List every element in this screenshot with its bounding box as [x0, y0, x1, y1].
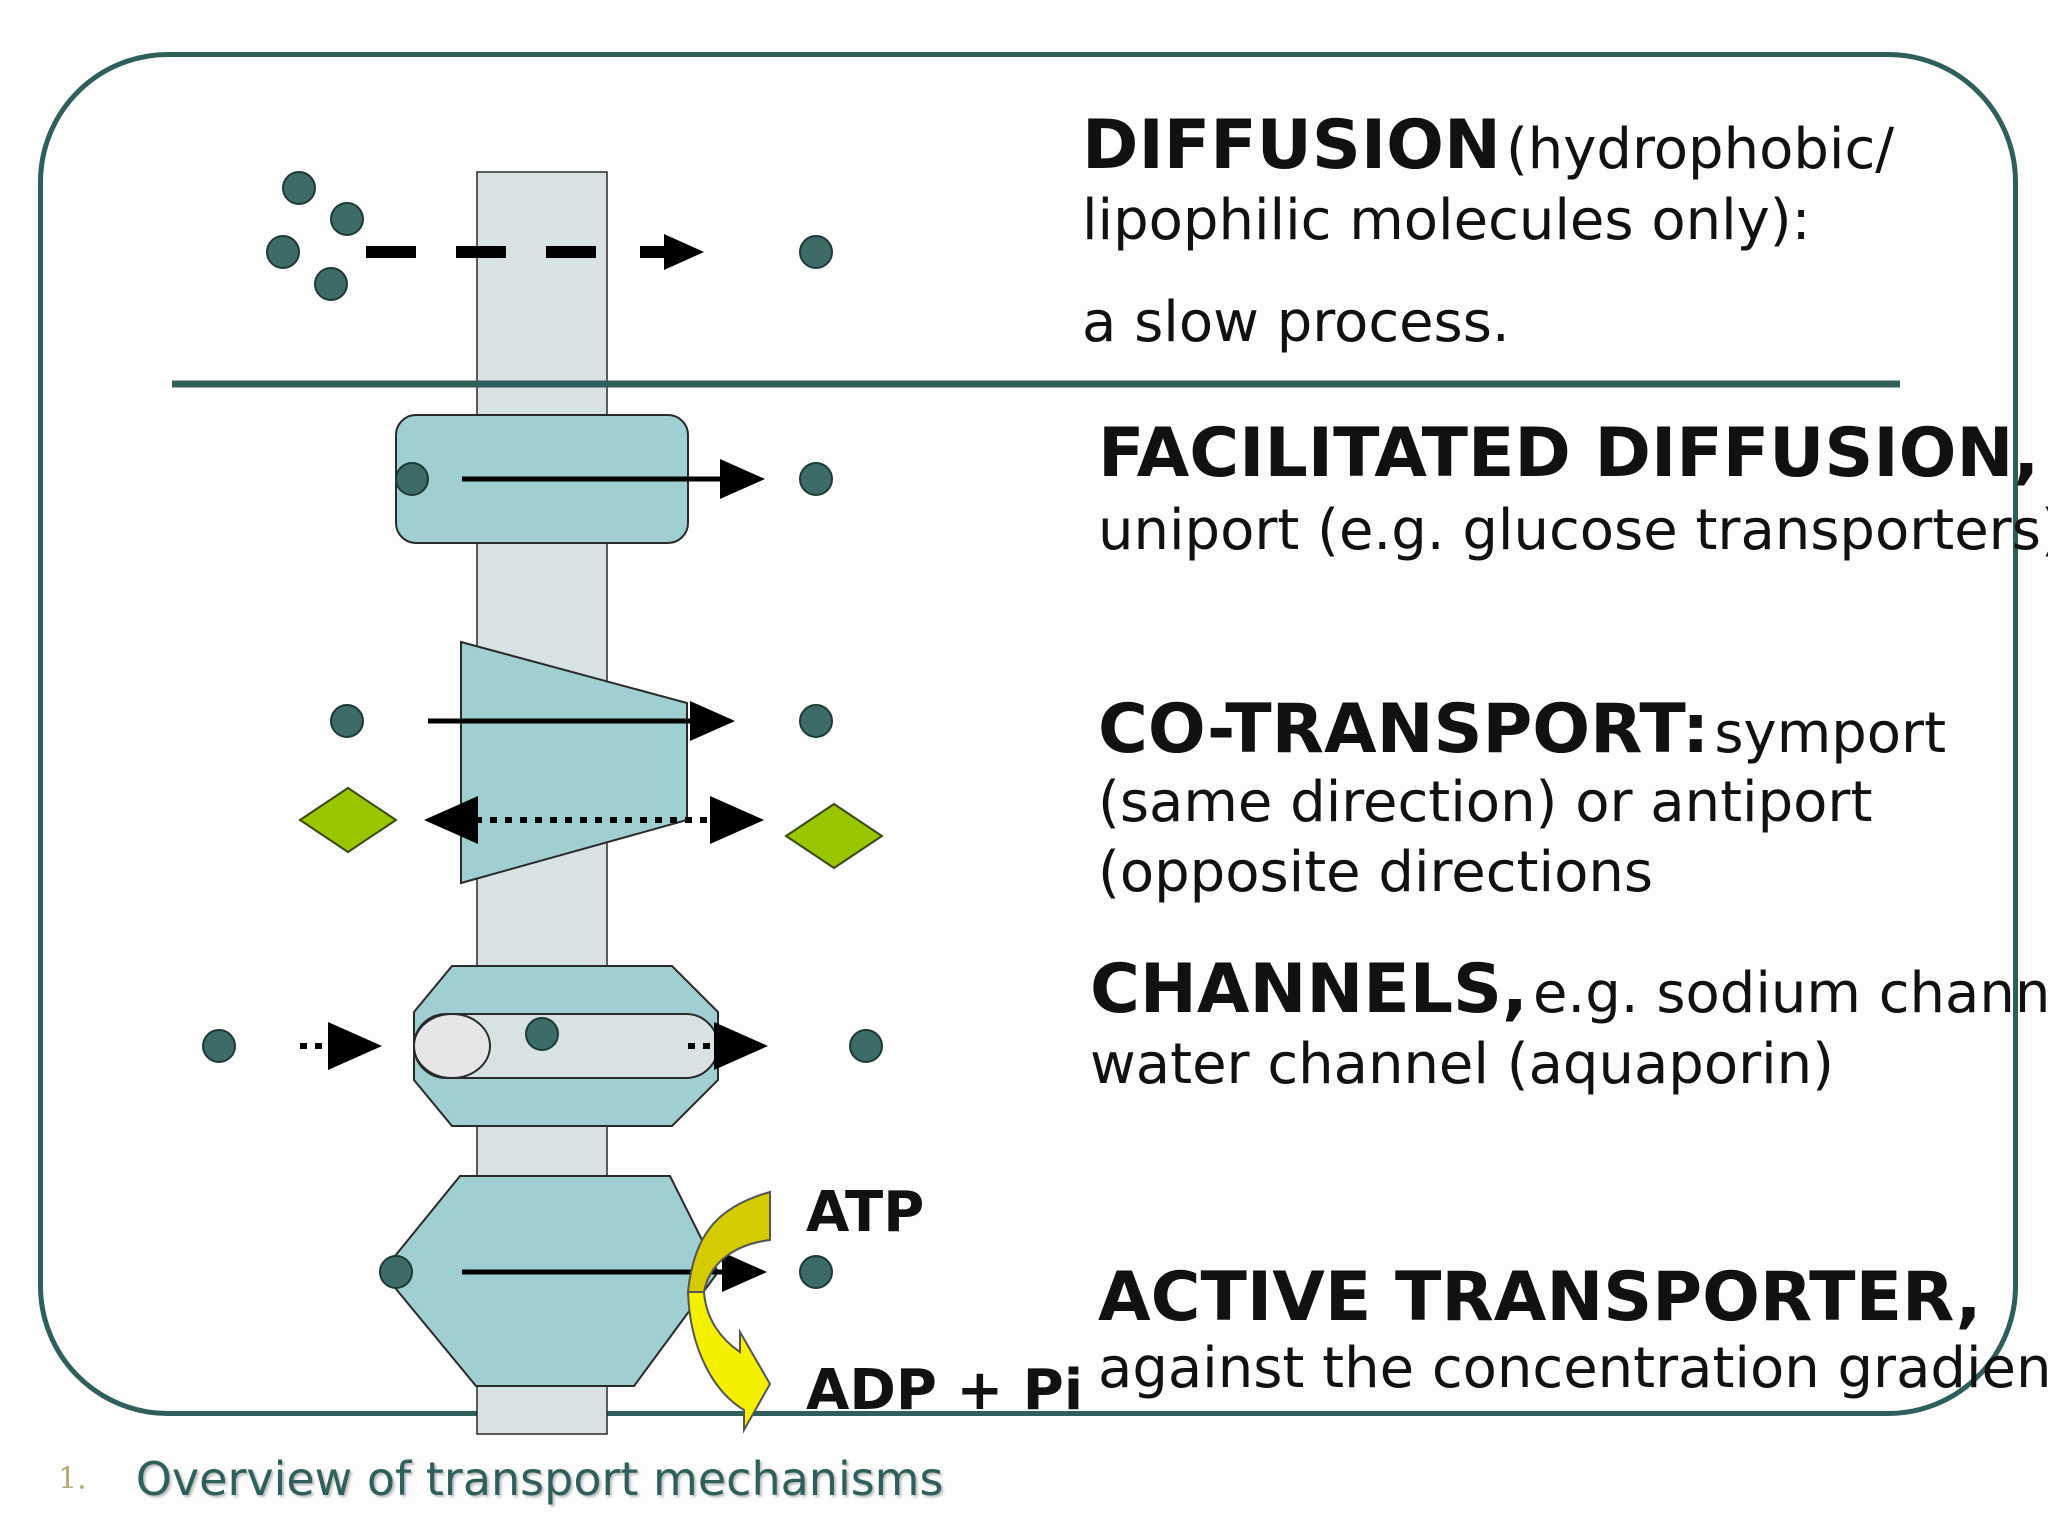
- arrow-head: [664, 234, 704, 270]
- molecule: [799, 704, 833, 738]
- slide-frame: [38, 52, 2018, 1416]
- cotransport-title: CO-TRANSPORT:: [1098, 690, 1710, 769]
- channels-heading: CHANNELS, e.g. sodium channel,: [1090, 950, 2048, 1029]
- diffusion-heading: DIFFUSION (hydrophobic/: [1082, 106, 1894, 185]
- molecule: [799, 1255, 833, 1289]
- molecule: [799, 462, 833, 496]
- molecule: [395, 462, 429, 496]
- active-line2: against the concentration gradient: [1098, 1336, 2048, 1401]
- molecule: [525, 1017, 559, 1051]
- footer: 1. Overview of transport mechanisms: [58, 1452, 943, 1506]
- molecule: [849, 1029, 883, 1063]
- molecule: [282, 171, 316, 205]
- molecule: [202, 1029, 236, 1063]
- diffusion-line3: a slow process.: [1082, 290, 1510, 355]
- active-title: ACTIVE TRANSPORTER,: [1098, 1258, 1982, 1337]
- facilitated-line2: uniport (e.g. glucose transporters): [1098, 498, 2048, 563]
- atp-label: ATP: [806, 1180, 925, 1245]
- footer-title: Overview of transport mechanisms: [135, 1452, 944, 1506]
- footer-number: 1.: [58, 1461, 87, 1497]
- channels-subtitle: e.g. sodium channel,: [1532, 961, 2048, 1026]
- cotransport-heading: CO-TRANSPORT: symport: [1098, 690, 1946, 769]
- cotransport-line2: (same direction) or antiport: [1098, 770, 1873, 835]
- channel-gate: [413, 1013, 491, 1079]
- channels-title: CHANNELS,: [1090, 950, 1528, 1029]
- molecule: [266, 235, 300, 269]
- adp-arrow: [686, 1291, 772, 1434]
- molecule: [379, 1255, 413, 1289]
- diffusion-subtitle: (hydrophobic/: [1505, 117, 1895, 182]
- active-diagram: [379, 1175, 833, 1434]
- channels-line2: water channel (aquaporin): [1090, 1032, 1834, 1097]
- adp-label: ADP + Pi: [806, 1358, 1084, 1423]
- molecule: [330, 202, 364, 236]
- diamond-molecule: [784, 802, 884, 870]
- active-transporter-protein: [380, 1175, 720, 1387]
- cotransport-diagram: [298, 640, 884, 885]
- diamond-molecule: [298, 786, 398, 854]
- facilitated-diagram: [395, 414, 833, 544]
- facilitated-title: FACILITATED DIFFUSION,: [1098, 414, 2040, 493]
- diffusion-diagram: [266, 171, 833, 301]
- cotransport-line3: (opposite directions: [1098, 840, 1653, 905]
- molecule: [330, 704, 364, 738]
- cotransport-subtitle: symport: [1714, 701, 1947, 766]
- molecule: [314, 267, 348, 301]
- diffusion-line2: lipophilic molecules only):: [1082, 188, 1811, 253]
- molecule: [799, 235, 833, 269]
- atp-arrow: [686, 1190, 771, 1293]
- channel-diagram: [202, 965, 883, 1127]
- diffusion-title: DIFFUSION: [1082, 106, 1501, 185]
- cotransporter-protein: [460, 640, 688, 885]
